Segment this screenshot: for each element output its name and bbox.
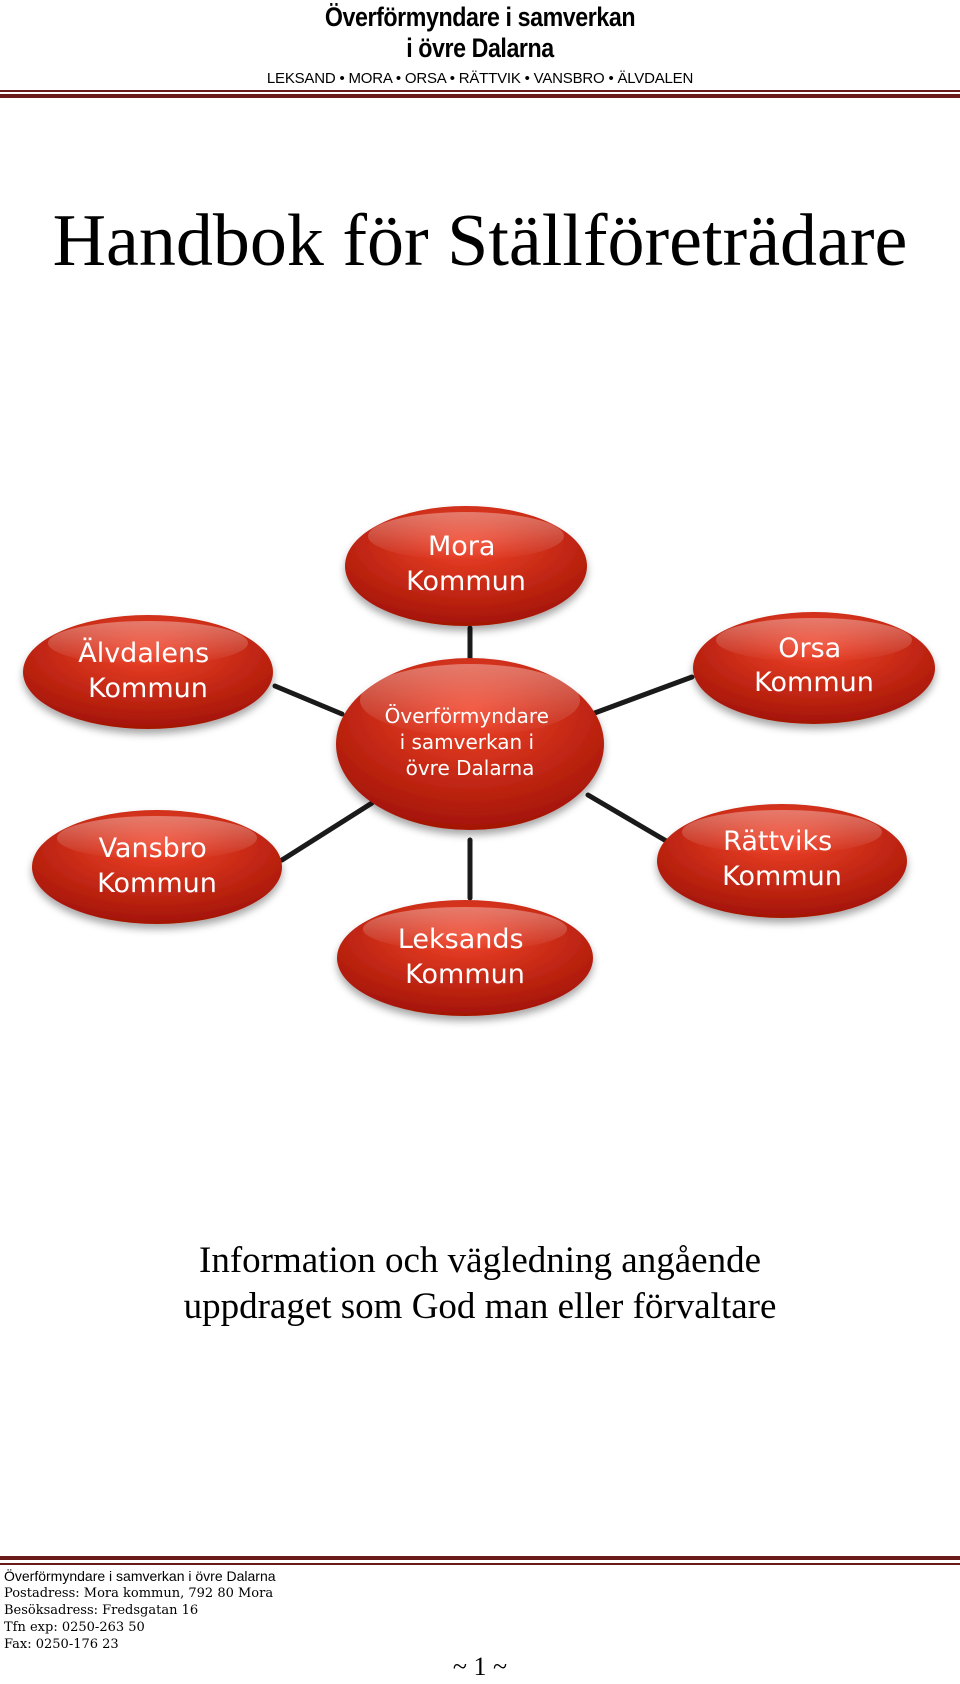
connector-rattvik [585,792,671,845]
connector-alvdalen [272,683,345,717]
node-mora [345,506,587,626]
org-name-line2: i övre Dalarna [406,33,554,63]
subtitle-line2: uppdraget som God man eller förvaltare [183,1286,777,1327]
node-vansbro-line1: Vansbro [99,833,207,864]
org-name-line1: Överförmyndare i samverkan [324,2,636,32]
svg-text:Överförmyndare i samverkan: Överförmyndare i samverkan i övre Dalarn… [385,704,556,780]
header-rule-thin [0,90,960,92]
node-rattvik [657,804,907,918]
diagram-center-node [336,658,604,830]
node-leksand [337,900,593,1016]
node-vansbro [32,810,282,924]
connector-lines [272,625,695,901]
node-vansbro-line2: Kommun [97,868,217,899]
footer-rule-thick [0,1556,960,1560]
svg-text:Mora Kommun: Mora Kommun [406,531,526,597]
node-alvdalen [23,615,273,729]
node-mora-line2: Kommun [406,566,526,597]
node-alvdalen-line2: Kommun [88,673,208,704]
footer-fax: Fax: 0250-176 23 [4,1637,119,1652]
document-title: Handbok för Ställföreträdare [52,200,908,282]
center-label-1: Överförmyndare [385,704,549,728]
footer-visit-address: Besöksadress: Fredsgatan 16 [4,1603,199,1618]
connector-vansbro [279,800,375,863]
org-header: Överförmyndare i samverkan i övre Dalarn… [0,0,960,87]
svg-text:Leksands Kommun: Leksands Kommun [398,924,532,990]
center-label-3: övre Dalarna [406,756,535,780]
subtitle-line1: Information och vägledning angående [199,1240,761,1281]
footer-contact: Överförmyndare i samverkan i övre Dalarn… [4,1568,276,1653]
document-subtitle: Information och vägledning angående uppd… [0,1238,960,1330]
node-rattvik-line1: Rättviks [723,826,832,857]
footer-rule-thin [0,1563,960,1565]
node-leksand-line1: Leksands [398,924,524,955]
page-number: ~ 1 ~ [452,1652,508,1681]
header-rule-thick [0,94,960,98]
node-mora-line1: Mora [428,531,495,562]
node-orsa [693,612,935,724]
municipality-diagram: Överförmyndare i samverkan i övre Dalarn… [23,506,935,1016]
svg-text:Älvdalens Kommun: Älvdalens Kommun [78,637,218,704]
svg-text:Vansbro Kommun: Vansbro Kommun [97,833,217,899]
node-leksand-line2: Kommun [405,959,525,990]
node-orsa-line1: Orsa [778,633,841,664]
svg-text:Rättviks Kommun: Rättviks Kommun [722,826,842,892]
node-alvdalen-line1: Älvdalens [78,637,209,669]
connector-orsa [589,674,695,717]
municipality-list: LEKSAND • MORA • ORSA • RÄTTVIK • VANSBR… [266,70,694,87]
center-label-2: i samverkan i [400,730,535,754]
svg-text:Orsa Kommun: Orsa Kommun [754,633,874,698]
footer-org: Överförmyndare i samverkan i övre Dalarn… [4,1568,276,1584]
node-orsa-line2: Kommun [754,667,874,698]
node-rattvik-line2: Kommun [722,861,842,892]
footer-phone: Tfn exp: 0250-263 50 [4,1620,145,1635]
footer-postal-address: Postadress: Mora kommun, 792 80 Mora [4,1586,274,1601]
